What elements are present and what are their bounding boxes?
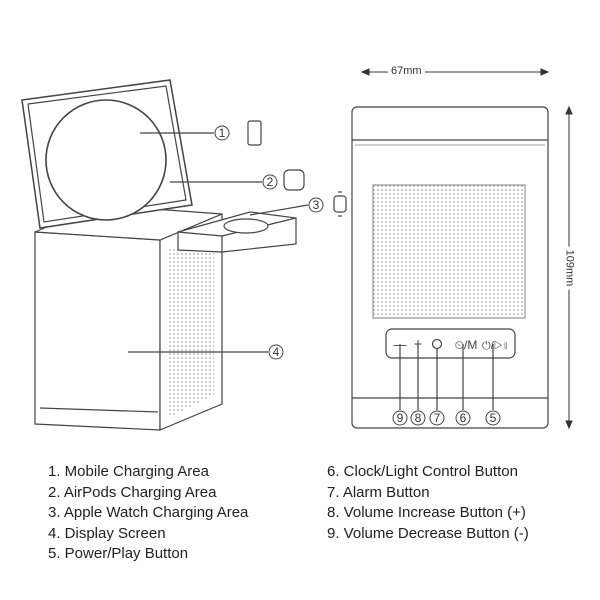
height-dimension-label: 109mm <box>563 246 576 290</box>
legend-item: 9. Volume Decrease Button (-) <box>327 524 529 542</box>
watch-charging-disc <box>223 218 269 234</box>
legend-item: 2. AirPods Charging Area <box>48 483 217 501</box>
callouts-right <box>392 410 501 426</box>
width-dimension-label: 67mm <box>388 65 425 77</box>
device-isometric-view <box>21 79 309 431</box>
wireless-charging-pad <box>45 99 167 221</box>
volume-decrease-button[interactable]: — <box>394 337 407 352</box>
callouts-left <box>214 125 324 360</box>
callout-9: 9 <box>397 411 404 425</box>
airpods-case-icon <box>283 169 305 191</box>
volume-increase-button[interactable]: + <box>414 336 423 353</box>
callout-5: 5 <box>490 411 497 425</box>
device-front-view <box>351 106 549 429</box>
clock-light-button[interactable]: ⏲/M <box>455 338 478 352</box>
legend-item: 8. Volume Increase Button (+) <box>327 504 526 521</box>
callout-8: 8 <box>415 411 422 425</box>
legend-item: 6. Clock/Light Control Button <box>327 463 518 480</box>
device-front-face <box>34 231 161 431</box>
callout-7: 7 <box>434 411 441 425</box>
phone-icon <box>247 120 262 146</box>
callout-2: 2 <box>267 175 274 189</box>
legend-item: 3. Apple Watch Charging Area <box>48 504 249 521</box>
legend-item: 7. Alarm Button <box>327 483 430 501</box>
callout-6: 6 <box>460 411 467 425</box>
legend-item: 4. Display Screen <box>48 524 166 542</box>
speaker-grille <box>372 184 526 319</box>
legend-item: 1. Mobile Charging Area <box>48 463 209 480</box>
callout-4: 4 <box>273 345 280 359</box>
speaker-mesh-side <box>168 228 214 418</box>
legend-right-column: 6. Clock/Light Control Button 7. Alarm B… <box>327 462 529 544</box>
alarm-icon[interactable] <box>431 338 443 350</box>
callout-1: 1 <box>219 126 226 140</box>
legend-item: 5. Power/Play Button <box>48 545 189 562</box>
legend-left-column: 1. Mobile Charging Area 2. AirPods Charg… <box>48 462 248 565</box>
callout-3: 3 <box>313 198 320 212</box>
watch-icon <box>333 195 347 213</box>
power-play-button[interactable]: ⏻/▷॥ <box>482 340 508 352</box>
